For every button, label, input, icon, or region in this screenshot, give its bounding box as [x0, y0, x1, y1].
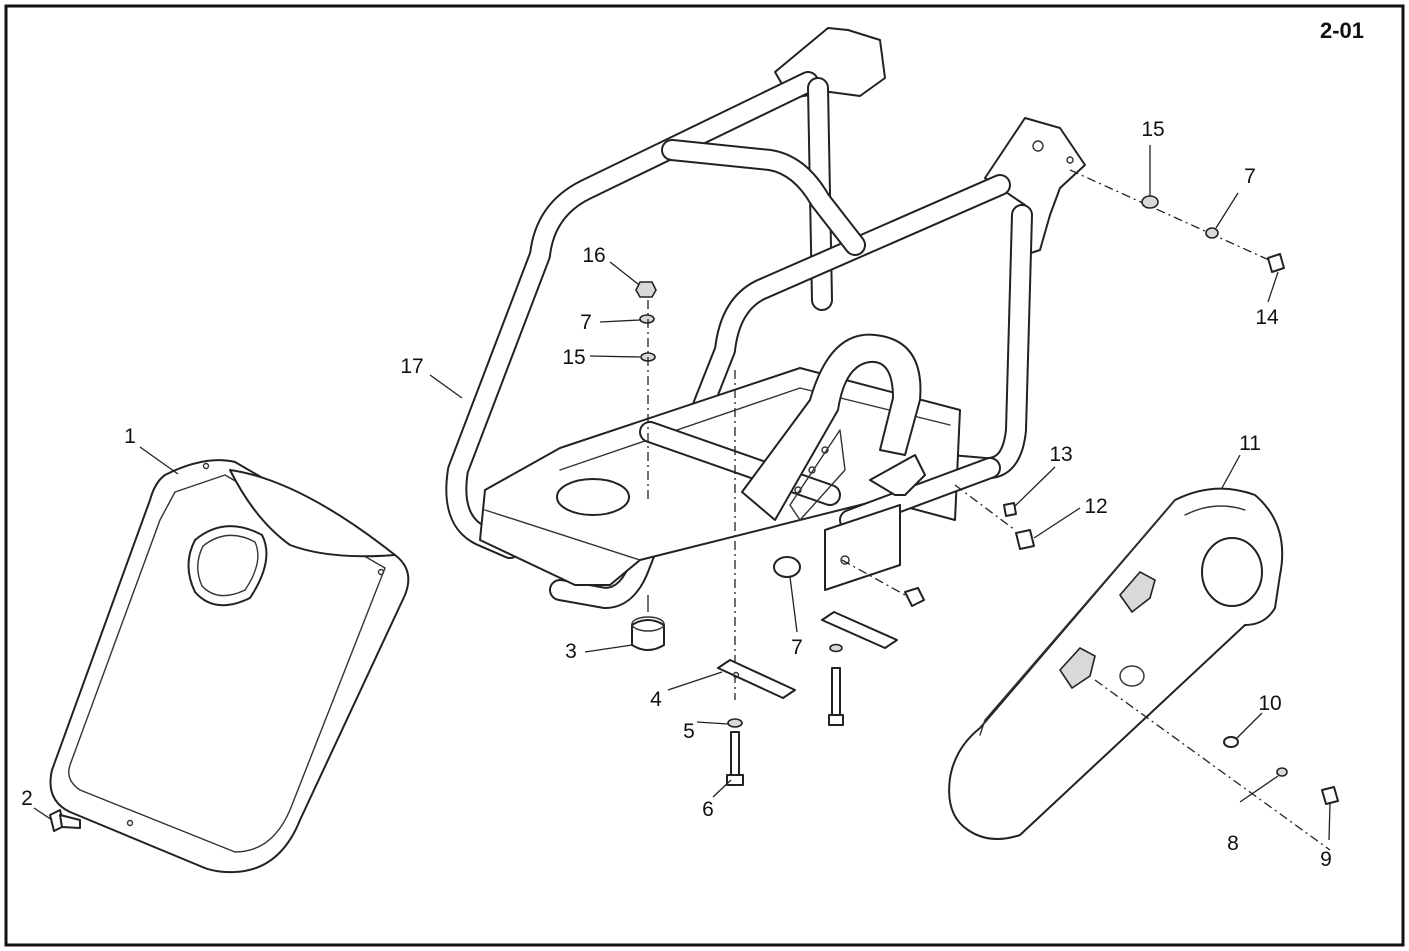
callout-6: 6 [702, 798, 714, 821]
callout-7-upper: 7 [1244, 165, 1256, 188]
cover-shoulder [229, 469, 396, 558]
callout-15-center: 15 [562, 346, 585, 369]
leader-lines [33, 145, 1331, 841]
upper-washer [1141, 195, 1159, 209]
callout-15-top: 15 [1141, 118, 1164, 141]
bracket-tab [869, 454, 926, 496]
knob [773, 556, 801, 578]
upper-lock-washer [1205, 227, 1219, 239]
callout-7-knob: 7 [791, 636, 803, 659]
bolt-head [726, 774, 744, 786]
bolt [730, 731, 740, 776]
rubber-mount [631, 619, 665, 651]
guard-mount-boss [1058, 647, 1096, 690]
callout-16: 16 [582, 244, 605, 267]
callout-17: 17 [400, 355, 423, 378]
lock-washer [639, 314, 655, 324]
diagram-border [4, 4, 1405, 947]
callout-11: 11 [1239, 432, 1261, 455]
cover-opening [187, 525, 268, 607]
flange-bolt [904, 587, 925, 607]
callout-7-center: 7 [580, 311, 592, 334]
guard-screw [1321, 786, 1339, 805]
sheet-id: 2-01 [1320, 18, 1364, 43]
frame-assembly [445, 27, 1086, 609]
callout-10: 10 [1258, 692, 1281, 715]
callout-2: 2 [21, 787, 33, 810]
washer [727, 718, 743, 728]
guard-hole [1119, 665, 1145, 687]
upper-screw [1267, 253, 1285, 273]
lock-nut [635, 281, 657, 298]
callout-14: 14 [1255, 306, 1279, 329]
bracket-hole [1066, 156, 1074, 164]
flange-screw [1015, 529, 1035, 550]
cover-screw-shank [59, 814, 81, 829]
guard-opening [1201, 537, 1263, 607]
belt-guard [948, 487, 1284, 840]
clamp-plate [717, 659, 796, 699]
callout-3: 3 [565, 640, 577, 663]
callouts: 2-01 1 2 3 4 5 6 7 8 9 10 11 12 13 14 15… [21, 18, 1364, 871]
callout-13: 13 [1049, 443, 1072, 466]
support-arch [741, 333, 922, 521]
callout-4: 4 [650, 688, 662, 711]
guard-lock-washer [1276, 767, 1288, 777]
base-opening [556, 478, 630, 516]
guard-washer [1223, 736, 1239, 748]
callout-12: 12 [1084, 495, 1107, 518]
bracket-hole [1032, 140, 1044, 152]
front-cover [49, 459, 410, 874]
clamp-plate [821, 611, 898, 649]
callout-1: 1 [124, 425, 136, 448]
callout-8: 8 [1227, 832, 1239, 855]
callout-9: 9 [1320, 848, 1332, 871]
callout-5: 5 [683, 720, 695, 743]
hardware [49, 169, 1339, 851]
guard-mount-boss [1118, 570, 1156, 614]
screw [1003, 502, 1017, 517]
side-bracket [824, 504, 901, 591]
